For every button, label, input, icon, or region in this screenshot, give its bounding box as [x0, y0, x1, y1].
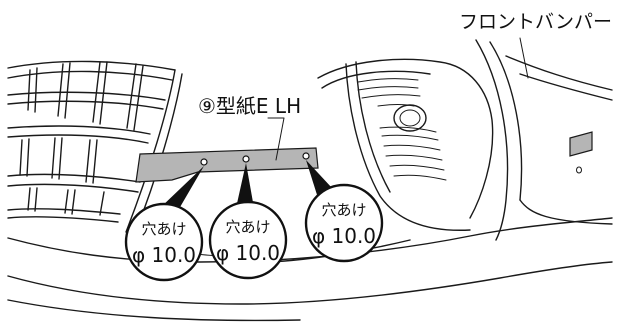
callout-3-hole-text: 穴あけ — [321, 201, 366, 219]
template-e-lh-label: ⑨型紙E LH — [198, 94, 301, 118]
callout-2-hole-text: 穴あけ — [225, 218, 270, 236]
drill-hole-2 — [242, 155, 250, 163]
callout-1-hole-text: 穴あけ — [141, 220, 186, 238]
drill-hole-3 — [302, 152, 310, 160]
template-strip — [135, 117, 319, 183]
callout-1: 穴あけ φ 10.0 — [124, 202, 204, 282]
callout-2: 穴あけ φ 10.0 — [208, 200, 288, 280]
callout-3: 穴あけ φ 10.0 — [304, 183, 384, 263]
front-grille — [7, 60, 183, 237]
callout-2-size-text: φ 10.0 — [216, 241, 280, 265]
callout-1-size-text: φ 10.0 — [132, 243, 196, 267]
drill-hole-1 — [200, 158, 208, 166]
front-bumper-label: フロントバンパー — [459, 11, 612, 33]
bumper-body — [7, 37, 613, 322]
callout-3-size-text: φ 10.0 — [312, 224, 376, 248]
